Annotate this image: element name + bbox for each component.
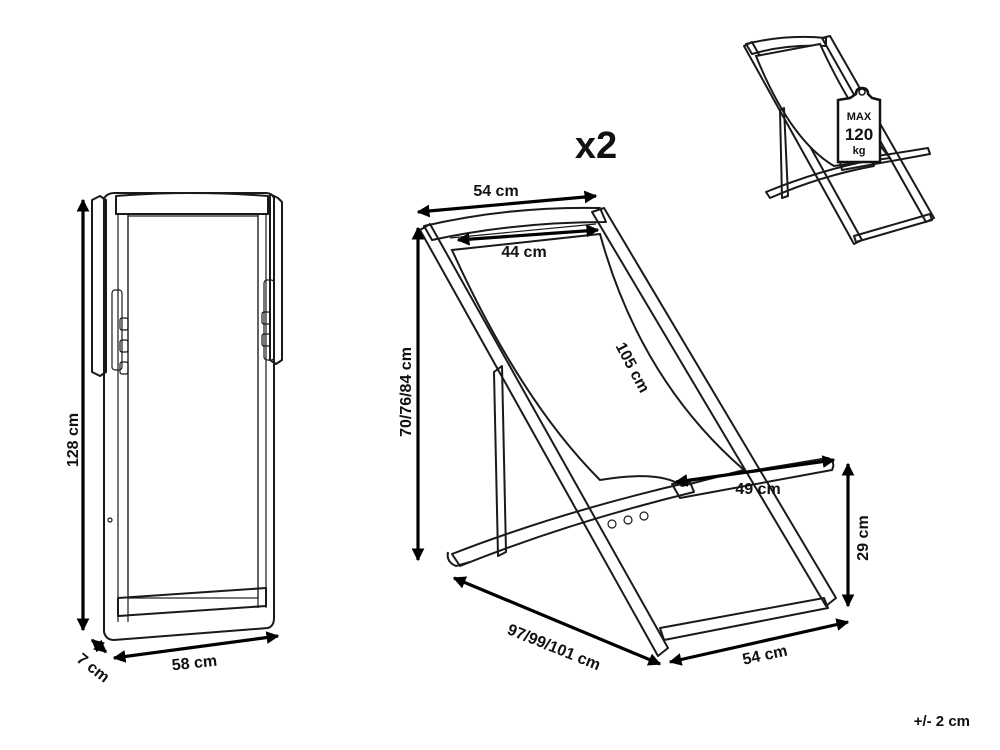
label-height-128: 128 cm — [65, 413, 82, 467]
dim-line-inner-width-44 — [456, 224, 600, 246]
label-length-97-99-101: 97/99/101 cm — [505, 621, 603, 674]
load-badge-line1: MAX — [847, 111, 872, 123]
folded-chair-drawing — [91, 192, 283, 641]
label-width-58: 58 cm — [171, 653, 218, 675]
label-armrest-width-49: 49 cm — [735, 481, 780, 498]
quantity-label: x2 — [575, 125, 617, 167]
weight-icon: MAX 120 kg — [836, 86, 882, 164]
dim-line-depth-7 — [90, 638, 108, 654]
dim-line-armrest-width-49 — [674, 455, 836, 487]
dim-line-top-width-54 — [416, 190, 598, 218]
tolerance-note: +/- 2 cm — [914, 713, 970, 730]
load-badge-line3: kg — [853, 145, 866, 157]
label-inner-width-44: 44 cm — [501, 244, 546, 261]
dim-line-width-58 — [112, 631, 280, 663]
dim-line-length-97-99-101 — [452, 576, 662, 666]
label-top-width-54: 54 cm — [473, 183, 518, 200]
label-depth-7: 7 cm — [73, 651, 112, 687]
label-seat-height-29: 29 cm — [855, 515, 872, 560]
load-badge-line2: 120 — [845, 125, 873, 144]
dim-line-bottom-width-54 — [668, 618, 850, 666]
label-height-70-76-84: 70/76/84 cm — [398, 347, 415, 437]
label-bottom-width-54: 54 cm — [741, 643, 789, 669]
